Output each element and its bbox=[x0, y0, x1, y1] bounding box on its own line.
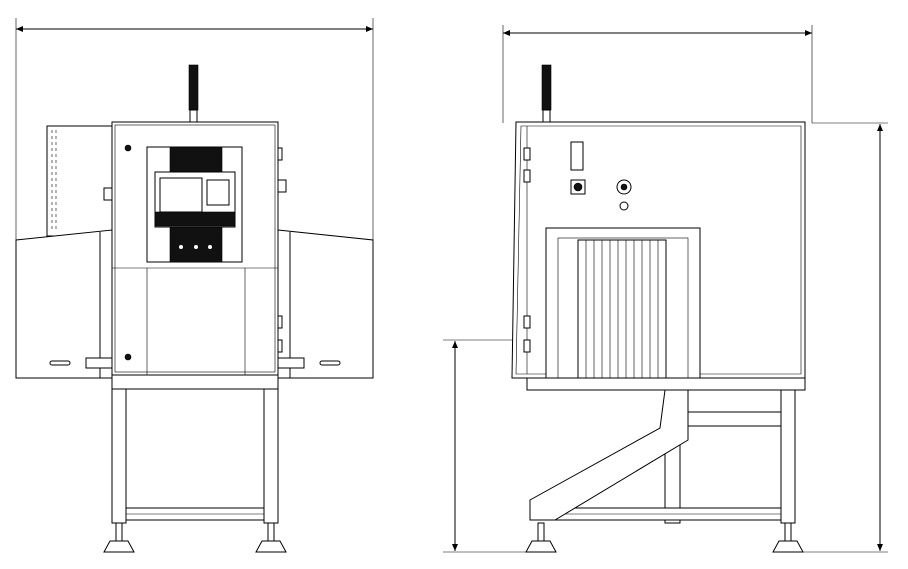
light-tower-side bbox=[541, 64, 552, 123]
hmi-screen bbox=[159, 177, 203, 213]
side-view bbox=[443, 25, 888, 553]
rear-module bbox=[46, 125, 113, 237]
outfeed-chute-right bbox=[277, 229, 374, 379]
front-view bbox=[15, 18, 374, 553]
shielding-curtain bbox=[577, 239, 667, 379]
overall-height-dimension bbox=[790, 122, 888, 553]
side-depth-dimension bbox=[502, 25, 813, 123]
light-tower bbox=[188, 64, 199, 123]
reject-chute bbox=[529, 389, 689, 521]
infeed-chute-left bbox=[15, 229, 113, 379]
tunnel-opening bbox=[545, 227, 701, 379]
front-width-dimension bbox=[15, 18, 374, 240]
stand bbox=[103, 374, 287, 553]
control-panel bbox=[146, 146, 243, 263]
stand-side bbox=[525, 377, 806, 553]
